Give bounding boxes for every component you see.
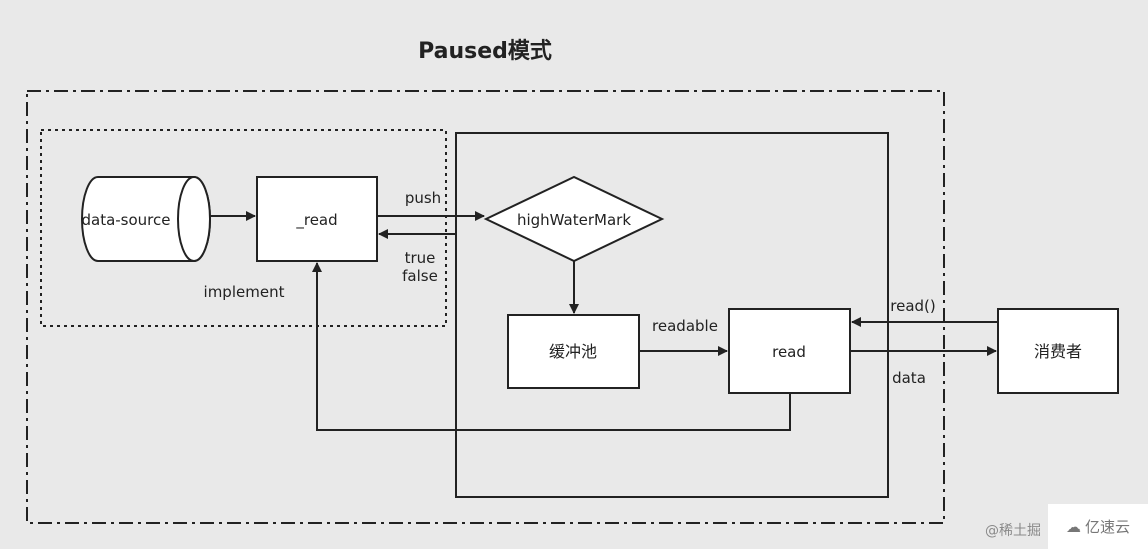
label-read-call: read() [890, 297, 935, 315]
high-water-mark-diamond [483, 175, 665, 263]
cloud-logo-icon: ☁ [1065, 517, 1081, 536]
consumer-box [997, 308, 1119, 394]
buffer-pool-box [507, 314, 640, 389]
read-box [728, 308, 851, 394]
read-impl-box [256, 176, 378, 262]
author-watermark: @稀土掘 [985, 523, 1041, 539]
high-water-mark-label: highWaterMark [517, 211, 631, 229]
buffer-pool-label: 缓冲池 [549, 342, 597, 361]
arrow-read-back-to-impl [312, 262, 791, 431]
label-data: data [892, 369, 926, 387]
label-readable: readable [652, 317, 718, 335]
buffer-container [455, 132, 889, 498]
diagram-title: Paused模式 [418, 39, 552, 64]
outer-readable-container [26, 90, 945, 524]
data-source-cylinder: data-source [81, 176, 211, 262]
read-impl-label: _read [295, 211, 337, 230]
label-implement: implement [204, 283, 285, 301]
consumer-label: 消费者 [1034, 342, 1082, 361]
brand-watermark: ☁ 亿速云 [1048, 504, 1148, 549]
read-label: read [772, 343, 806, 361]
label-push: push [405, 189, 441, 207]
label-false: false [402, 267, 438, 285]
label-true: true [405, 249, 436, 267]
data-source-label: data-source [81, 211, 170, 229]
brand-label: 亿速云 [1084, 518, 1130, 536]
